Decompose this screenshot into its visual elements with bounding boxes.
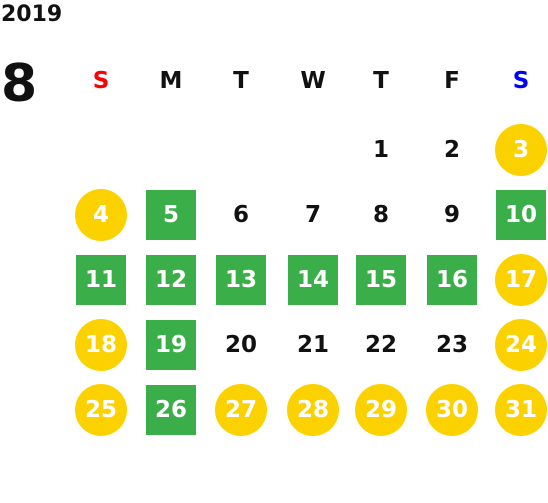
weekday-1: M xyxy=(159,68,183,94)
weekday-0: S xyxy=(92,68,110,94)
day-cell-21[interactable]: 21 xyxy=(296,332,329,358)
year-label: 2019 xyxy=(1,2,63,27)
day-cell-4[interactable]: 4 xyxy=(75,189,127,241)
day-cell-6[interactable]: 6 xyxy=(232,202,249,228)
day-cell-7[interactable]: 7 xyxy=(304,202,321,228)
day-cell-1[interactable]: 1 xyxy=(372,137,389,163)
day-cell-23[interactable]: 23 xyxy=(435,332,468,358)
day-cell-30[interactable]: 30 xyxy=(426,384,478,436)
day-cell-14[interactable]: 14 xyxy=(288,255,338,305)
day-cell-19[interactable]: 19 xyxy=(146,320,196,370)
day-cell-10[interactable]: 10 xyxy=(496,190,546,240)
day-cell-16[interactable]: 16 xyxy=(427,255,477,305)
day-cell-25[interactable]: 25 xyxy=(75,384,127,436)
weekday-6: S xyxy=(512,68,530,94)
day-cell-20[interactable]: 20 xyxy=(224,332,257,358)
day-cell-2[interactable]: 2 xyxy=(443,137,460,163)
day-cell-3[interactable]: 3 xyxy=(495,124,547,176)
day-cell-27[interactable]: 27 xyxy=(215,384,267,436)
day-cell-29[interactable]: 29 xyxy=(355,384,407,436)
weekday-3: W xyxy=(300,68,326,94)
weekday-5: F xyxy=(444,68,460,94)
weekday-2: T xyxy=(233,68,249,94)
day-cell-15[interactable]: 15 xyxy=(356,255,406,305)
day-cell-11[interactable]: 11 xyxy=(76,255,126,305)
day-cell-13[interactable]: 13 xyxy=(216,255,266,305)
day-cell-9[interactable]: 9 xyxy=(443,202,460,228)
day-cell-26[interactable]: 26 xyxy=(146,385,196,435)
day-cell-17[interactable]: 17 xyxy=(495,254,547,306)
day-cell-31[interactable]: 31 xyxy=(495,384,547,436)
day-cell-12[interactable]: 12 xyxy=(146,255,196,305)
day-cell-22[interactable]: 22 xyxy=(364,332,397,358)
day-cell-28[interactable]: 28 xyxy=(287,384,339,436)
day-cell-18[interactable]: 18 xyxy=(75,319,127,371)
weekday-4: T xyxy=(373,68,389,94)
month-label: 8 xyxy=(1,54,38,114)
day-cell-5[interactable]: 5 xyxy=(146,190,196,240)
day-cell-8[interactable]: 8 xyxy=(372,202,389,228)
day-cell-24[interactable]: 24 xyxy=(495,319,547,371)
